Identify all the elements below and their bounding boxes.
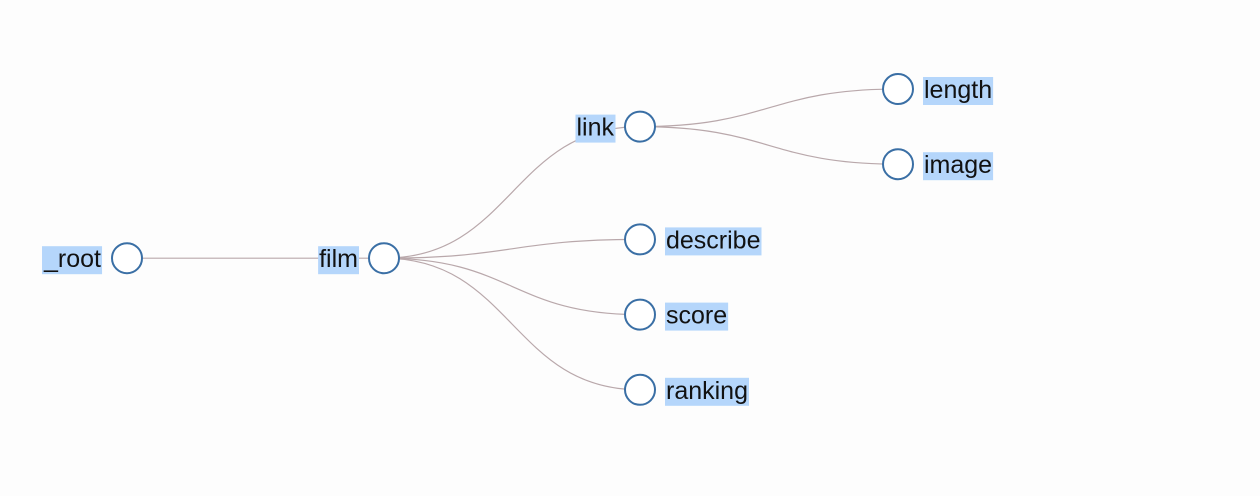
node-circle-score[interactable]	[624, 298, 656, 331]
label-highlight-link	[575, 114, 616, 143]
link-film-to-link	[383, 126, 641, 259]
label-highlight-length	[923, 77, 994, 105]
node-label-length: length	[924, 76, 992, 104]
node-circle-ranking[interactable]	[624, 373, 656, 406]
node-circle-film[interactable]	[368, 242, 400, 275]
node-root[interactable]: _root	[42, 242, 143, 275]
node-label-film: film	[319, 245, 358, 273]
node-length[interactable]: length	[882, 73, 994, 105]
node-film[interactable]: film	[318, 242, 400, 275]
node-label-root: _root	[43, 245, 101, 273]
label-highlight-film	[318, 246, 359, 275]
node-label-score: score	[666, 302, 727, 330]
label-highlight-image	[923, 152, 994, 181]
node-ranking[interactable]: ranking	[624, 373, 749, 406]
label-highlight-root	[42, 246, 103, 275]
link-film-to-ranking	[383, 257, 641, 391]
node-label-link: link	[576, 114, 614, 142]
node-circle-length[interactable]	[882, 73, 914, 105]
label-highlight-describe	[665, 227, 762, 256]
node-circle-describe[interactable]	[624, 223, 656, 256]
nodes-layer: _root film link length image describe score ran…	[42, 73, 994, 406]
node-describe[interactable]: describe	[624, 223, 762, 256]
node-circle-link[interactable]	[624, 110, 656, 143]
label-highlight-ranking	[665, 377, 749, 406]
link-link-to-length	[639, 88, 899, 128]
node-image[interactable]: image	[882, 148, 994, 181]
node-link[interactable]: link	[575, 110, 656, 143]
node-circle-image[interactable]	[882, 148, 914, 181]
node-label-image: image	[924, 151, 992, 179]
label-highlight-score	[665, 302, 729, 331]
node-label-describe: describe	[666, 226, 761, 254]
node-score[interactable]: score	[624, 298, 729, 331]
link-film-to-describe	[383, 238, 641, 259]
links-layer	[127, 88, 899, 391]
node-label-ranking: ranking	[666, 377, 748, 405]
link-film-to-score	[383, 257, 641, 316]
link-link-to-image	[639, 126, 899, 165]
node-circle-root[interactable]	[111, 242, 143, 275]
